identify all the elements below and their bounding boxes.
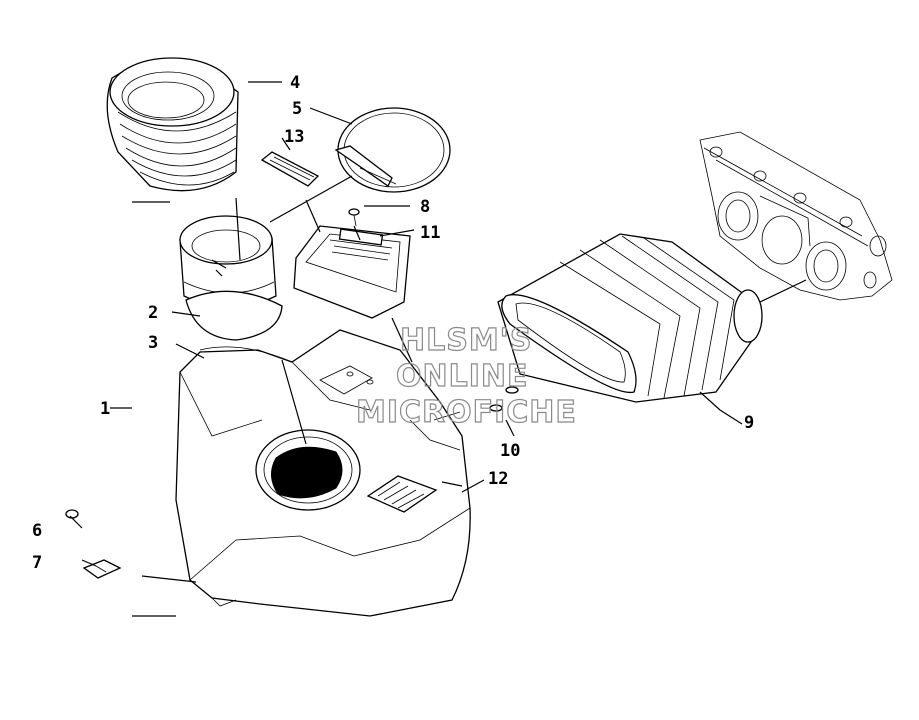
part-4-boot: [106, 57, 239, 192]
watermark-line-3: MICROFICHE: [356, 395, 577, 430]
callout-2: 2: [148, 303, 158, 323]
part-5-clamp: [334, 107, 451, 193]
callout-5: 5: [292, 99, 302, 119]
callout-4: 4: [290, 73, 300, 93]
callout-12: 12: [488, 469, 508, 489]
callout-13: 13: [284, 127, 304, 147]
callout-6: 6: [32, 521, 42, 541]
callouts: 4 5 13 8 11 2 3 1 9 10 12 6 7: [32, 73, 754, 573]
part-11-lid: [293, 225, 411, 319]
part-2-adapter: [179, 215, 277, 308]
part-1-silencer: [175, 329, 471, 617]
watermark-line-2: ONLINE: [396, 359, 529, 394]
leader-lines: [69, 81, 807, 617]
callout-10: 10: [500, 441, 520, 461]
watermark-line-1: HLSM'S: [400, 323, 532, 358]
part-8-screw: [348, 208, 360, 227]
part-12-decal: [366, 475, 438, 513]
part-13-grille: [260, 151, 320, 187]
part-6-grommet: [65, 509, 79, 519]
throttle-body-assembly: [699, 131, 893, 301]
callout-1: 1: [100, 399, 110, 419]
callout-8: 8: [420, 197, 430, 217]
part-10-screw: [489, 386, 519, 412]
callout-3: 3: [148, 333, 158, 353]
callout-11: 11: [420, 223, 440, 243]
part-3-gasket: [185, 290, 283, 341]
part-9-intake-boot: [497, 233, 763, 403]
watermark: HLSM'S ONLINE MICROFICHE: [355, 322, 577, 430]
callout-7: 7: [32, 553, 42, 573]
callout-9: 9: [744, 413, 754, 433]
